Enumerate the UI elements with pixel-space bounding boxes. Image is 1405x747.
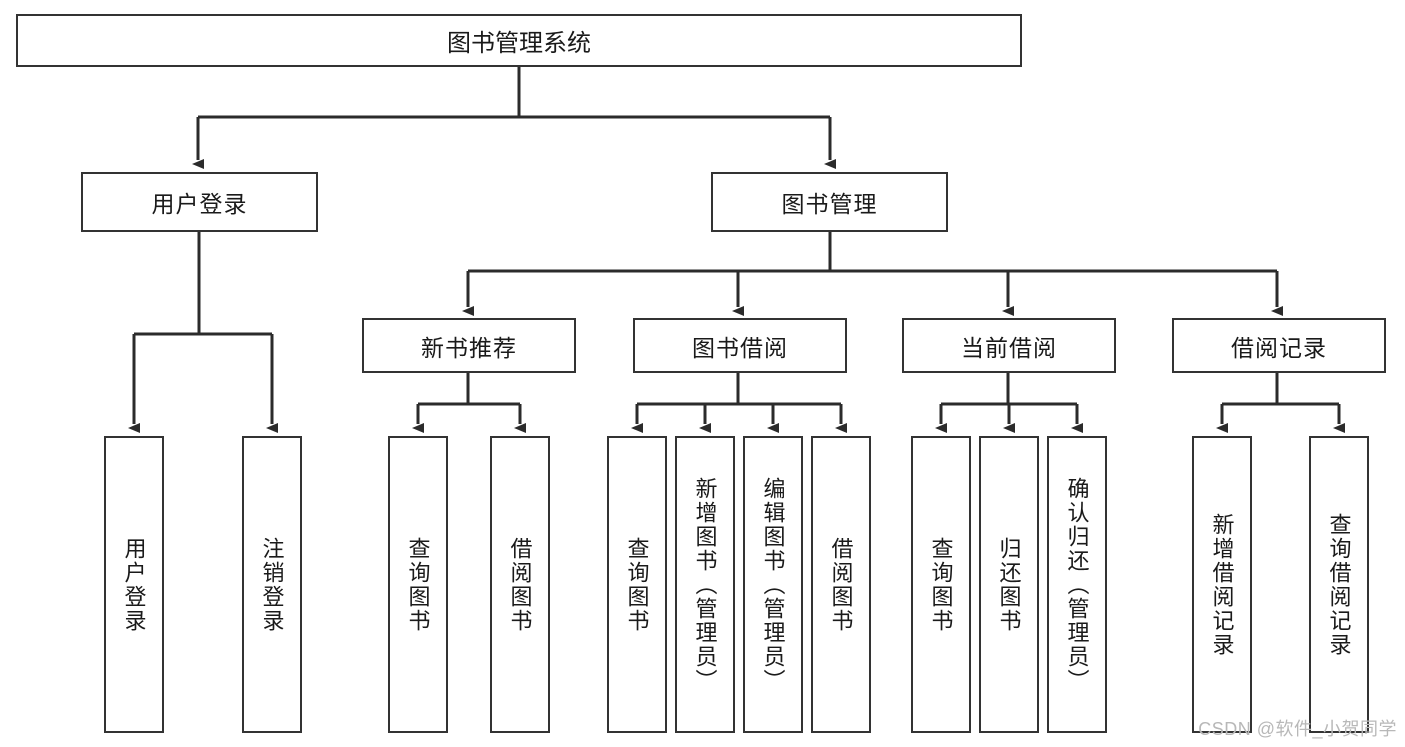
node-book-manage-label: 图书管理: [781, 191, 878, 217]
node-new-book-recommend[interactable]: 新书推荐: [362, 318, 576, 373]
node-borrow-record-label: 借阅记录: [1231, 334, 1327, 361]
leaf-borrow-record-2[interactable]: 查询借阅记录: [1309, 436, 1369, 733]
node-current-borrow-label: 当前借阅: [961, 334, 1057, 361]
leaf-label: 查询图书: [405, 536, 431, 633]
csdn-watermark: CSDN @软件_小贺同学: [1198, 719, 1397, 739]
node-new-book-recommend-label: 新书推荐: [421, 334, 517, 361]
leaf-label: 借阅图书: [828, 536, 854, 633]
leaf-label: 查询借阅记录: [1326, 512, 1352, 657]
leaf-label: 新增图书（管理员）: [692, 476, 718, 693]
node-book-borrow[interactable]: 图书借阅: [633, 318, 847, 373]
leaf-label: 编辑图书（管理员）: [760, 476, 786, 693]
node-root-label: 图书管理系统: [447, 30, 591, 57]
leaf-current-borrow-2[interactable]: 归还图书: [979, 436, 1039, 733]
leaf-user-login-1[interactable]: 用户登录: [104, 436, 164, 733]
leaf-current-borrow-3[interactable]: 确认归还（管理员）: [1047, 436, 1107, 733]
leaf-label: 查询图书: [624, 536, 650, 633]
leaf-label: 查询图书: [928, 536, 954, 633]
leaf-book-borrow-2[interactable]: 新增图书（管理员）: [675, 436, 735, 733]
leaf-new-book-2[interactable]: 借阅图书: [490, 436, 550, 733]
node-book-borrow-label: 图书借阅: [692, 334, 788, 361]
leaf-label: 用户登录: [121, 536, 147, 633]
node-borrow-record[interactable]: 借阅记录: [1172, 318, 1386, 373]
leaf-borrow-record-1[interactable]: 新增借阅记录: [1192, 436, 1252, 733]
node-book-manage[interactable]: 图书管理: [711, 172, 948, 232]
leaf-label: 新增借阅记录: [1209, 512, 1235, 657]
node-current-borrow[interactable]: 当前借阅: [902, 318, 1116, 373]
node-root[interactable]: 图书管理系统: [16, 14, 1022, 67]
node-user-login-label: 用户登录: [151, 191, 248, 217]
leaf-label: 借阅图书: [507, 536, 533, 633]
leaf-book-borrow-4[interactable]: 借阅图书: [811, 436, 871, 733]
leaf-new-book-1[interactable]: 查询图书: [388, 436, 448, 733]
leaf-label: 确认归还（管理员）: [1064, 476, 1090, 693]
leaf-label: 注销登录: [259, 536, 285, 633]
node-user-login[interactable]: 用户登录: [81, 172, 318, 232]
leaf-current-borrow-1[interactable]: 查询图书: [911, 436, 971, 733]
leaf-book-borrow-3[interactable]: 编辑图书（管理员）: [743, 436, 803, 733]
leaf-user-login-2[interactable]: 注销登录: [242, 436, 302, 733]
leaf-label: 归还图书: [996, 536, 1022, 633]
leaf-book-borrow-1[interactable]: 查询图书: [607, 436, 667, 733]
